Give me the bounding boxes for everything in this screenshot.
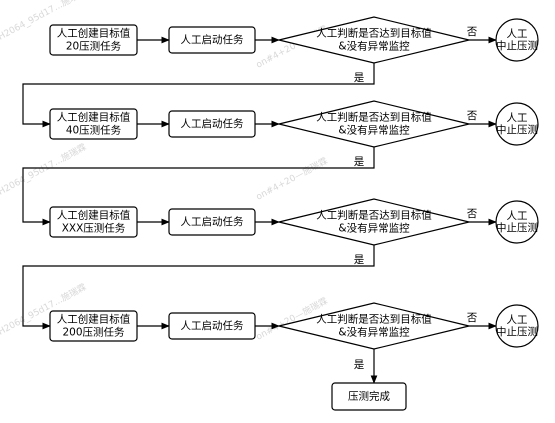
stop-label: 人工	[507, 210, 528, 222]
create-task-box	[49, 24, 138, 56]
stop-label: 中止压测	[496, 39, 538, 52]
yes-label: 是	[354, 359, 365, 371]
stop-label: 中止压测	[496, 221, 538, 234]
stop-circle	[495, 18, 539, 62]
yes-label: 是	[354, 156, 365, 168]
node-layer: 人工创建目标值20压测任务人工启动任务人工判断是否达到目标值&没有异常监控人工中…	[49, 16, 539, 411]
create-task-label: 200压测任务	[62, 326, 125, 339]
create-task-label: 人工创建目标值	[57, 313, 131, 326]
create-task-label: 40压测任务	[66, 124, 122, 137]
decision-label: 人工判断是否达到目标值	[316, 111, 432, 124]
stop-circle	[495, 304, 539, 348]
watermark-text: H2064_95d17...施瑞霖	[0, 141, 88, 198]
create-task-label: 20压测任务	[66, 40, 122, 53]
decision-label: 人工判断是否达到目标值	[316, 209, 432, 222]
start-task-label: 人工启动任务	[181, 319, 244, 332]
no-label: 否	[467, 110, 478, 122]
stop-label: 中止压测	[496, 325, 538, 338]
create-task-label: 人工创建目标值	[57, 209, 131, 222]
decision-label: &没有异常监控	[338, 40, 410, 53]
watermark-text: on#4+20—施瑞霖	[254, 155, 330, 203]
decision-label: 人工判断是否达到目标值	[316, 27, 432, 40]
start-task-label: 人工启动任务	[181, 33, 244, 46]
final-node: 压测完成	[331, 382, 407, 411]
start-task-label: 人工启动任务	[181, 117, 244, 130]
stop-label: 人工	[507, 28, 528, 40]
create-task-box	[49, 206, 138, 238]
edge-yes-to-next-row	[22, 245, 375, 330]
start-task-box	[168, 208, 256, 236]
stop-label: 人工	[507, 112, 528, 124]
decision-label: &没有异常监控	[338, 222, 410, 235]
decision-label: 人工判断是否达到目标值	[316, 313, 432, 326]
decision-diamond	[278, 198, 470, 246]
start-task-box	[168, 110, 256, 138]
stop-label: 人工	[507, 314, 528, 326]
yes-label: 是	[354, 254, 365, 266]
create-task-label: 人工创建目标值	[57, 27, 131, 40]
create-task-label: XXX压测任务	[62, 222, 126, 235]
start-task-box	[168, 26, 256, 54]
create-task-box	[49, 108, 138, 140]
decision-diamond	[278, 16, 470, 64]
no-label: 否	[467, 208, 478, 220]
final-label: 压测完成	[348, 390, 390, 403]
no-label: 否	[467, 26, 478, 38]
create-task-label: 人工创建目标值	[57, 111, 131, 124]
yes-label: 是	[354, 72, 365, 84]
start-task-box	[168, 312, 256, 340]
create-task-box	[49, 310, 138, 342]
decision-label: &没有异常监控	[338, 124, 410, 137]
edge-yes-to-next-row	[22, 63, 375, 128]
stop-label: 中止压测	[496, 123, 538, 136]
decision-diamond	[278, 302, 470, 350]
stop-circle	[495, 200, 539, 244]
start-task-label: 人工启动任务	[181, 215, 244, 228]
final-box	[331, 382, 407, 411]
edge-yes-to-next-row	[22, 147, 375, 226]
no-label: 否	[467, 312, 478, 324]
decision-label: &没有异常监控	[338, 326, 410, 339]
decision-diamond	[278, 100, 470, 148]
stop-circle	[495, 102, 539, 146]
